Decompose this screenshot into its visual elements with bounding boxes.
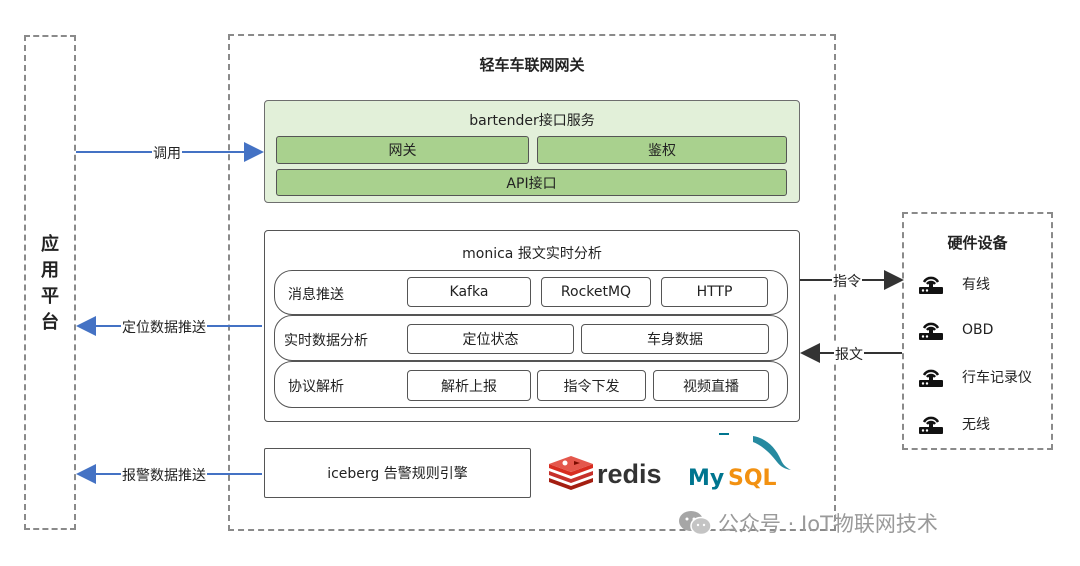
router-icon — [919, 276, 943, 294]
hardware-item-label: 无线 — [962, 417, 990, 433]
router-icon — [919, 416, 943, 434]
hardware-item: 行车记录仪 — [916, 366, 1032, 388]
location-push-label: 定位数据推送 — [121, 317, 207, 337]
router-icon — [919, 369, 943, 387]
parse-report-cell: 解析上报 — [407, 370, 531, 401]
watermark: 公众号 · IoT物联网技术 — [678, 508, 938, 538]
bartender-title: bartender接口服务 — [469, 113, 595, 129]
hardware-box — [902, 212, 1053, 450]
command-issue-cell: 指令下发 — [537, 370, 646, 401]
hardware-item: 有线 — [916, 273, 990, 295]
call-label: 调用 — [152, 143, 182, 163]
location-status-cell: 定位状态 — [407, 324, 574, 354]
app-platform-box — [24, 35, 76, 530]
alarm-push-label: 报警数据推送 — [121, 465, 207, 485]
wechat-icon — [679, 511, 712, 536]
rocketmq-cell: RocketMQ — [541, 277, 651, 307]
hardware-item: OBD — [916, 319, 993, 341]
monica-title: monica 报文实时分析 — [462, 246, 602, 262]
message-push-label: 消息推送 — [288, 287, 344, 303]
watermark-text: 公众号 · IoT物联网技术 — [718, 512, 938, 536]
video-live-cell: 视频直播 — [653, 370, 769, 401]
redis-icon — [549, 456, 593, 490]
http-cell: HTTP — [661, 277, 768, 307]
api-cell: API接口 — [276, 169, 787, 196]
hardware-item: 无线 — [916, 413, 990, 435]
protocol-parsing-label: 协议解析 — [288, 379, 344, 395]
hardware-item-label: 有线 — [962, 277, 990, 293]
mysql-logo: My SQL — [688, 432, 798, 498]
kafka-cell: Kafka — [407, 277, 531, 307]
redis-wordmark: redis — [597, 459, 662, 489]
body-data-cell: 车身数据 — [581, 324, 769, 354]
command-label: 指令 — [832, 271, 862, 291]
mysql-sql: SQL — [728, 466, 777, 491]
gateway-title: 轻车车联网网关 — [479, 56, 585, 74]
gateway-cell: 网关 — [276, 136, 529, 164]
hardware-title: 硬件设备 — [947, 234, 1008, 252]
message-label: 报文 — [834, 344, 864, 364]
redis-logo: redis — [547, 456, 662, 496]
hardware-item-label: OBD — [962, 322, 994, 338]
mysql-my: My — [688, 466, 725, 491]
dolphin-icon — [719, 433, 791, 470]
iceberg-box: iceberg 告警规则引擎 — [264, 448, 531, 498]
auth-cell: 鉴权 — [537, 136, 787, 164]
app-platform-title: 应 用 平 台 — [41, 234, 59, 333]
hardware-item-label: 行车记录仪 — [962, 370, 1032, 386]
realtime-analysis-label: 实时数据分析 — [284, 333, 368, 349]
router-icon — [919, 322, 943, 340]
